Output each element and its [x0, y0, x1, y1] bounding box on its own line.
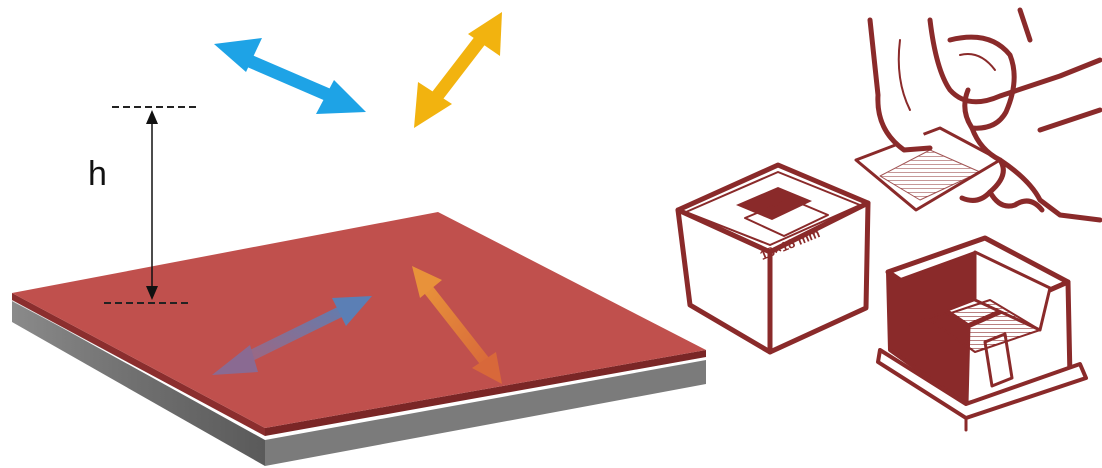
plate-layer-front — [12, 293, 265, 436]
open-box-tray — [876, 235, 1088, 432]
plate-base-front — [12, 300, 265, 466]
plate-layer-right — [265, 350, 706, 436]
height-dimension: h — [88, 106, 198, 304]
closed-box: 18×18 mm — [675, 162, 871, 355]
hand-sketch — [867, 7, 1102, 223]
plate-illustration — [11, 212, 707, 466]
reflected-blue-arrow — [212, 296, 372, 375]
plate-base-right — [265, 360, 706, 466]
reflected-orange-arrow — [412, 266, 502, 384]
height-label: h — [88, 155, 107, 193]
incident-blue-arrow — [214, 38, 366, 114]
incident-yellow-arrow — [414, 12, 502, 128]
coverslip-box-sketch: 18×18 mm — [675, 7, 1102, 432]
plate-top-surface — [12, 212, 706, 428]
